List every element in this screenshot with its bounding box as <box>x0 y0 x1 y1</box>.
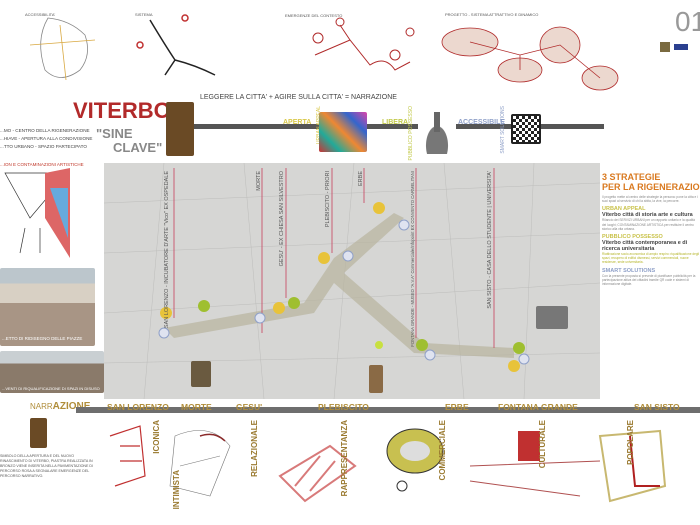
adjective-iconica: ICONICA <box>152 420 161 454</box>
adjective-commerciale: COMMERCIALE <box>438 420 447 481</box>
top-diagrams <box>29 14 619 91</box>
left-caption-2: ...ETTO DI RIDISEGNO DELLE PIAZZE <box>2 336 83 341</box>
left-caption-3: ...VENTI DI RIQUALIFICAZIONE DI SPAZI IN… <box>2 386 100 391</box>
timeline-accessibile: ACCESSIBILE <box>458 119 506 126</box>
diagram-label-system: SISTEMA <box>135 12 153 17</box>
city-map: SAN LORENZO - INCUBATORE D'ARTE "Vico" E… <box>103 162 601 400</box>
slogan: LEGGERE LA CITTA' + AGIRE SULLA CITTA' =… <box>200 94 397 101</box>
narrazione-bold: AZIONE <box>52 401 91 412</box>
map-label-erbe: ERBE <box>358 171 364 186</box>
left-caption-1: ...ION E CONTAMINAZIONI ARTISTICHE <box>0 162 84 167</box>
sketch-plebiscito-fountain <box>386 428 444 492</box>
artwork-photo <box>319 112 367 152</box>
map-label-morte: MORTE <box>256 171 262 191</box>
emergences-diagram <box>312 17 415 71</box>
district-san-lorenzo: SAN LORENZO <box>107 402 169 412</box>
timeline-aperta: APERTA <box>283 119 312 126</box>
logo-icon <box>660 42 670 52</box>
map-label-gesu: GESU' - EX CHIESA SAN SILVESTRO <box>279 171 285 267</box>
diagram-label-accessibility: ACCESSIBILITA' <box>25 12 56 17</box>
section-sub: Viterbo città di storia arte e cultura <box>602 212 693 219</box>
map-label-san-lorenzo: SAN LORENZO - INCUBATORE D'ARTE "Vico" E… <box>164 171 170 329</box>
left-notes: ...MO - CENTRO DELLA RIGENERAZIONE ...HI… <box>0 127 93 151</box>
section-text: Con la presente proposta si prevede di p… <box>602 273 696 287</box>
diagram-label-emergences: EMERGENZE DEL CONTESTO <box>285 13 343 18</box>
bronze-plate-photo <box>166 102 194 156</box>
street-photo <box>369 365 383 393</box>
diagram-label-project: PROGETTO - SISTEMA ATTRATTIVO E DINAMICO <box>445 12 539 17</box>
district-fontana-grande: FONTANA GRANDE <box>498 402 578 412</box>
section-text: Rilancio dei SERVIZI URBANI per un rappo… <box>602 218 695 231</box>
title-clave: CLAVE" <box>113 140 163 155</box>
note: ...MO - CENTRO DELLA RIGENERAZIONE <box>0 128 90 133</box>
bronze-plate-photo <box>30 418 47 448</box>
note: ...TTO URBANO - SPAZIO PARTECIPATO <box>0 144 87 149</box>
timeline-smart-solutions: SMART SOLUTIONS <box>500 106 506 154</box>
adjective-intimista: INTIMISTA <box>172 470 181 510</box>
map-markers <box>158 202 530 372</box>
map-label-fontana-grande: FONTANA GRANDE - MUSEO "A.V.A" Commercia… <box>410 171 415 347</box>
strategies-intro: Il progetto mette al centro delle strate… <box>602 195 698 204</box>
strategies-title-2: PER LA RIGENERAZIONE <box>602 182 700 192</box>
note: ...HIAVE - APERTURA ALLA CONDIVISIONE <box>0 136 93 141</box>
fountain-column <box>434 112 440 132</box>
page-title: VITERBO <box>73 98 171 123</box>
logo-icon <box>674 44 688 50</box>
narrazione-light: NARR <box>30 402 53 411</box>
section-heading-pubblico-possesso: PUBBLICO POSSESSO <box>602 234 663 241</box>
section-heading-smart-solutions: SMART SOLUTIONS <box>602 267 656 274</box>
timeline-libera: LIBERA <box>382 119 409 126</box>
sketch-fontana-grande <box>469 431 601 497</box>
street-photo <box>191 361 211 387</box>
adjective-popolare: POPOLARE <box>626 420 635 465</box>
board-number: 01 <box>675 6 700 37</box>
district-san-sisto: SAN SISTO <box>634 402 680 412</box>
sketch-san-sisto <box>598 429 667 503</box>
strategies-panel: 3 STRATEGIE PER LA RIGENERAZIONE Il prog… <box>602 172 700 286</box>
narrazione-heading: NARRAZIONE <box>30 401 90 412</box>
adjective-culturale: CULTURALE <box>538 420 547 469</box>
district-morte: MORTE <box>181 402 212 412</box>
narrazione-text: SIMBOLO DELLA APERTURA E DEL NUOVO RINAS… <box>0 454 93 478</box>
section-sub: Viterbo città contemporanea e di ricerca… <box>602 240 688 253</box>
building-photo <box>0 351 104 393</box>
district-gesu: GESU' <box>236 402 263 412</box>
map-label-plebiscito: PLEBISCITO - PRIORI <box>325 171 331 228</box>
section-heading-urban-appeal: URBAN APPEAL <box>602 206 646 213</box>
strategies-title: 3 STRATEGIE <box>602 172 661 182</box>
system-diagram <box>136 14 216 76</box>
district-plebiscito: PLEBISCITO <box>318 402 369 412</box>
map-drawing <box>103 162 601 400</box>
project-diagram <box>441 26 619 91</box>
piazza-photo <box>0 268 95 346</box>
adjective-rappresentanza: RAPPRESENTANZA <box>340 420 349 497</box>
districts-bar <box>76 407 700 413</box>
timeline-bar <box>194 124 604 129</box>
sketch-san-lorenzo <box>109 425 146 487</box>
adjective-relazionale: RELAZIONALE <box>250 420 259 477</box>
pedestrian-route <box>164 213 514 358</box>
district-erbe: ERBE <box>445 402 469 412</box>
map-label-san-sisto: SAN SISTO - CASA DELLO STUDENTE | UNIVER… <box>487 171 493 309</box>
timeline-pubblico-possesso: PUBBLICO POSSESSO <box>408 106 414 161</box>
sketch-morte-gesu <box>169 430 231 497</box>
artistic-contamination-sketch <box>4 168 70 258</box>
sketch-plebiscito <box>278 444 357 503</box>
qr-code-icon[interactable] <box>511 114 541 144</box>
title-sine: "SINE <box>96 126 133 141</box>
district-lines <box>173 168 495 348</box>
san-sisto-photo <box>536 306 568 329</box>
district-sketches <box>109 425 667 503</box>
section-text: Riattivazione socio-economica di ampio r… <box>602 252 700 265</box>
fountain-photo <box>418 112 456 154</box>
accessibility-diagram <box>29 17 96 81</box>
